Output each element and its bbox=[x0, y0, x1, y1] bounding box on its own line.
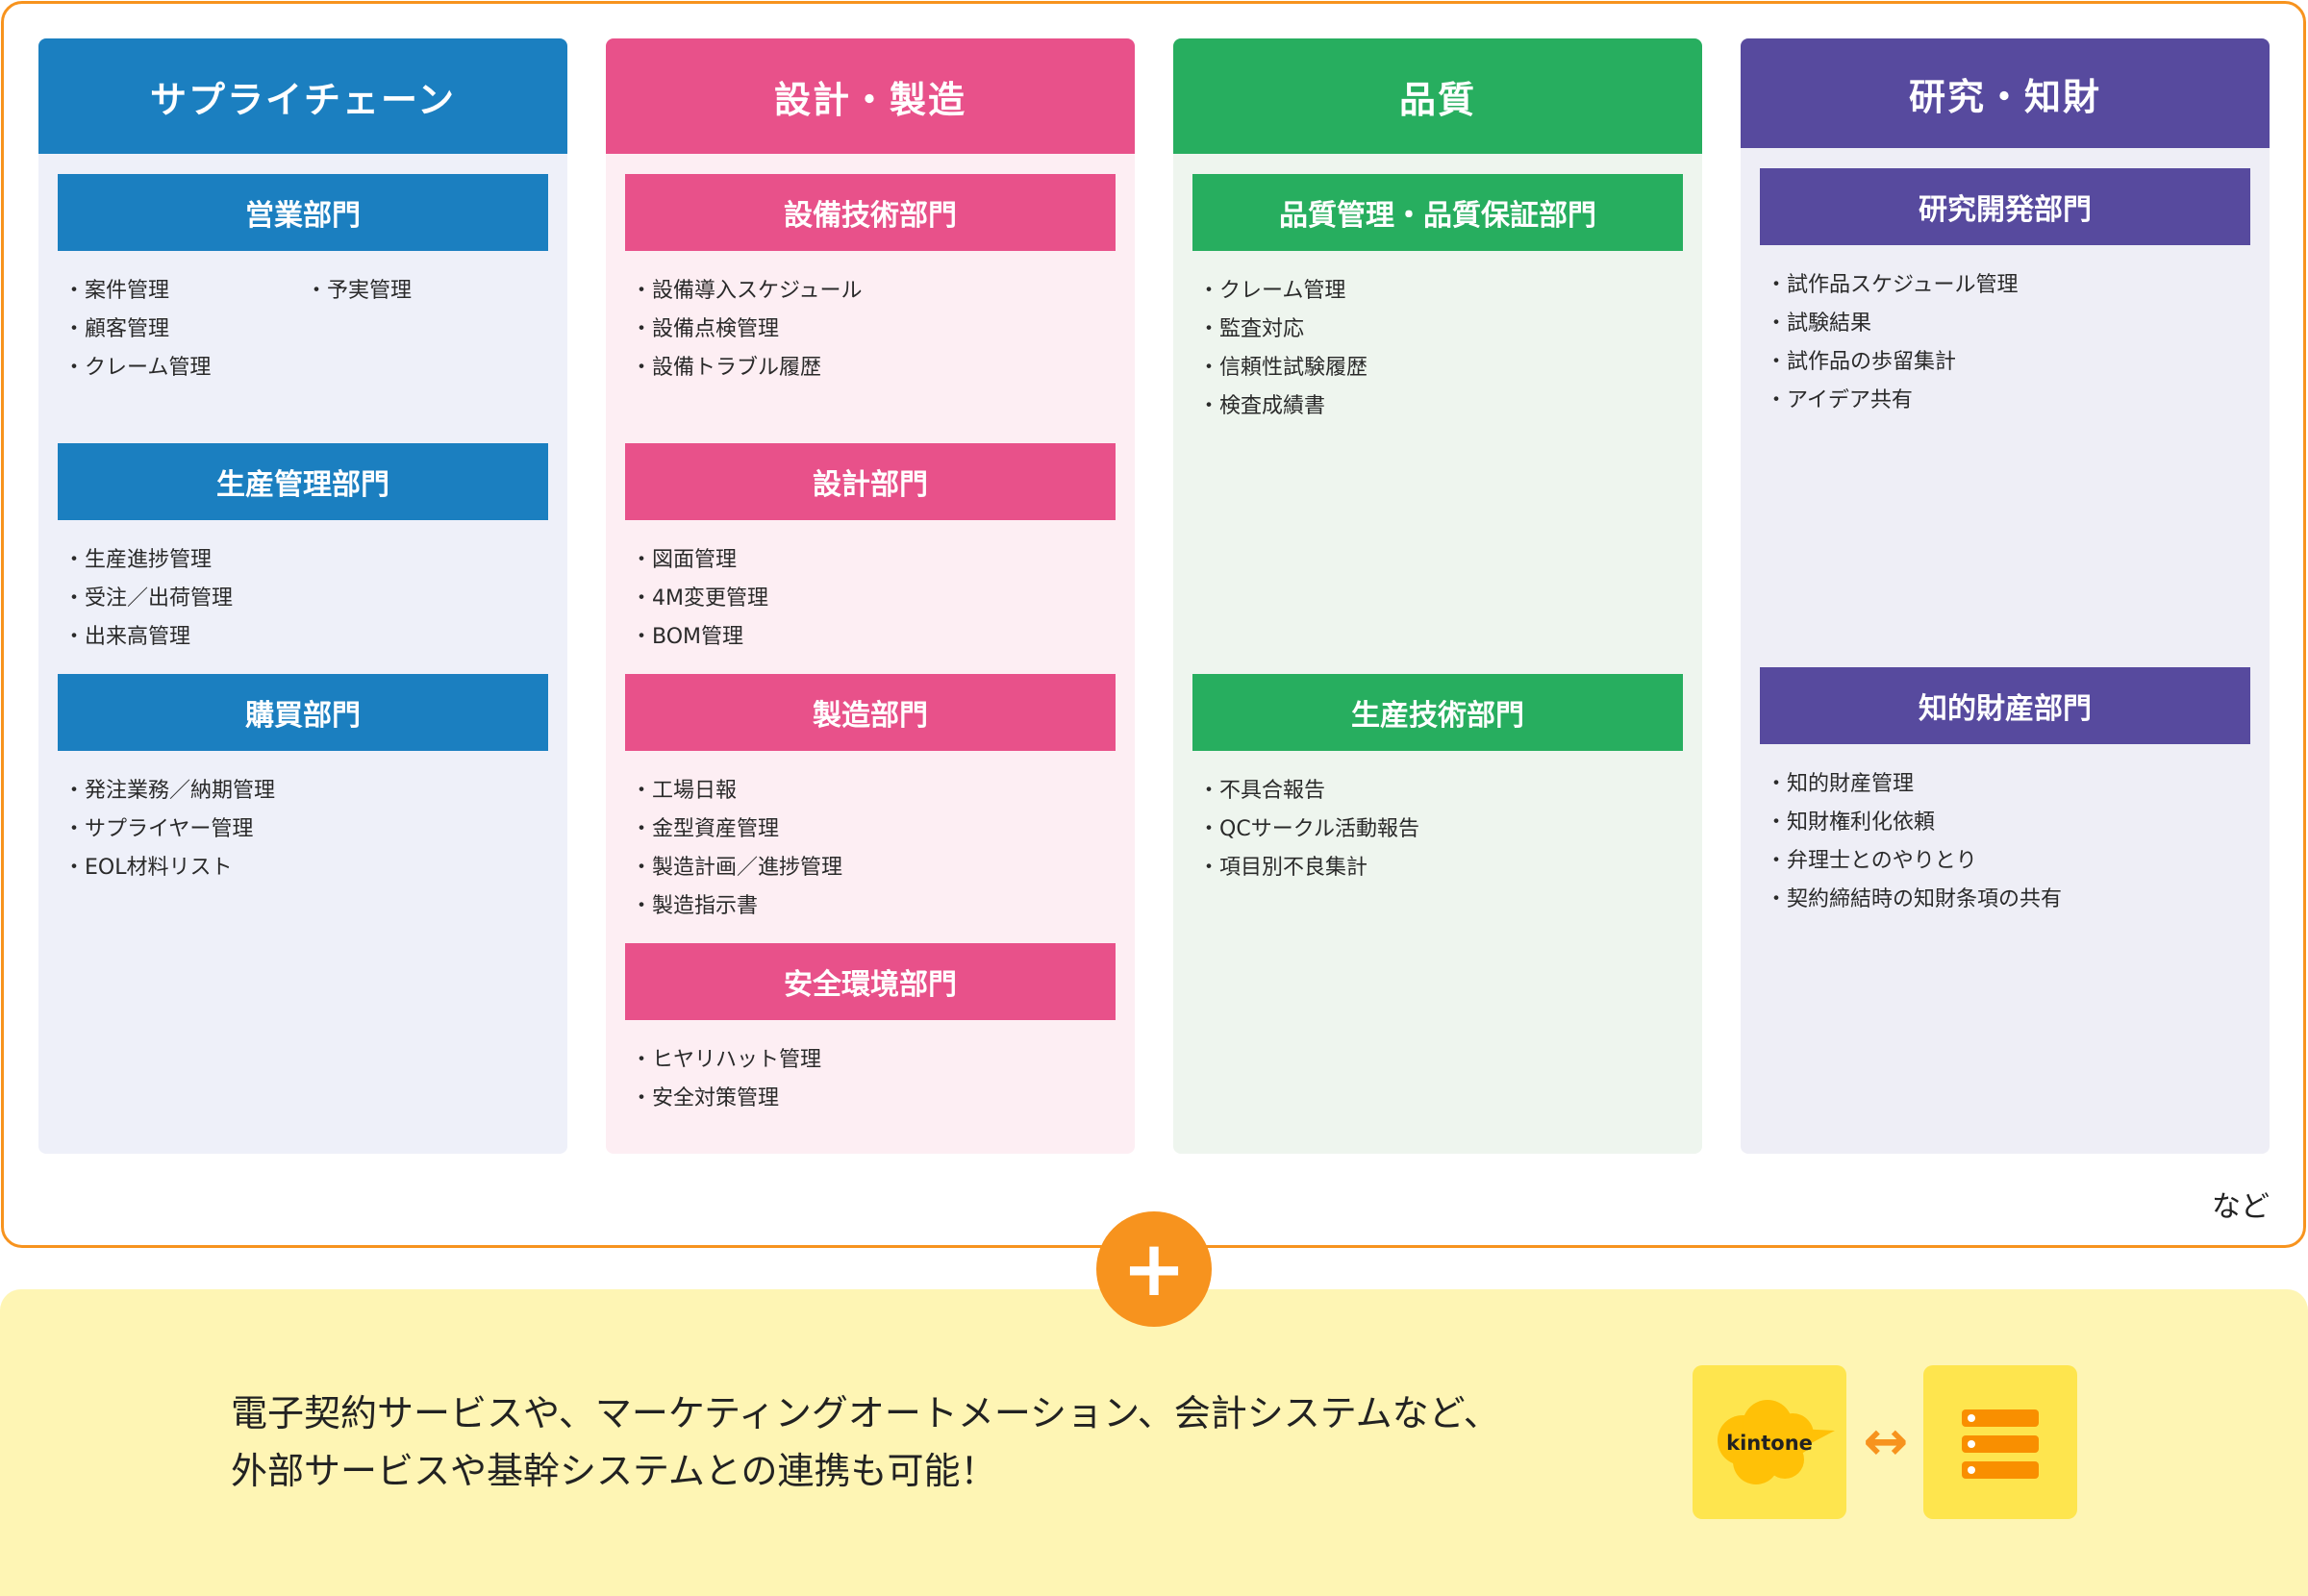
department-section: 知的財産部門知的財産管理知財権利化依頼弁理士とのやりとり契約締結時の知財条項の共… bbox=[1760, 667, 2250, 919]
list-item: 発注業務／納期管理 bbox=[63, 772, 548, 810]
department-title: 設備技術部門 bbox=[625, 174, 1116, 251]
list-item: 設備点検管理 bbox=[631, 311, 1116, 349]
column-3: 品質品質管理・品質保証部門クレーム管理監査対応信頼性試験履歴検査成績書生産技術部… bbox=[1173, 38, 1702, 1154]
svg-text:kintone: kintone bbox=[1726, 1432, 1813, 1455]
list-item: 金型資産管理 bbox=[631, 810, 1116, 849]
department-section: 営業部門案件管理予実管理顧客管理クレーム管理 bbox=[58, 174, 548, 387]
list-item: クレーム管理 bbox=[1198, 272, 1683, 311]
list-item: 設備導入スケジュール bbox=[631, 272, 1116, 311]
message-line-2: 外部サービスや基幹システムとの連携も可能！ bbox=[231, 1450, 997, 1492]
list-item: BOM管理 bbox=[631, 618, 1116, 657]
department-title: 生産管理部門 bbox=[58, 443, 548, 520]
task-list: クレーム管理監査対応信頼性試験履歴検査成績書 bbox=[1192, 272, 1683, 426]
task-list: 不具合報告QCサークル活動報告項目別不良集計 bbox=[1192, 772, 1683, 887]
department-section: 設備技術部門設備導入スケジュール設備点検管理設備トラブル履歴 bbox=[625, 174, 1116, 387]
department-title: 製造部門 bbox=[625, 674, 1116, 751]
list-item: 製造指示書 bbox=[631, 887, 1116, 926]
column-4: 研究・知財研究開発部門試作品スケジュール管理試験結果試作品の歩留集計アイデア共有… bbox=[1741, 38, 2270, 1154]
list-item: 顧客管理 bbox=[63, 311, 548, 349]
etc-label: など bbox=[2212, 1190, 2270, 1224]
list-item: 項目別不良集計 bbox=[1198, 849, 1683, 887]
list-item: EOL材料リスト bbox=[63, 849, 548, 887]
list-item: サプライヤー管理 bbox=[63, 810, 548, 849]
department-title: 安全環境部門 bbox=[625, 943, 1116, 1020]
task-list: ヒヤリハット管理安全対策管理 bbox=[625, 1041, 1116, 1118]
department-title: 購買部門 bbox=[58, 674, 548, 751]
department-title: 品質管理・品質保証部門 bbox=[1192, 174, 1683, 251]
list-item: 案件管理 bbox=[63, 272, 306, 311]
task-list: 案件管理予実管理顧客管理クレーム管理 bbox=[58, 272, 548, 387]
column-1: サプライチェーン営業部門案件管理予実管理顧客管理クレーム管理生産管理部門生産進捗… bbox=[38, 38, 567, 1154]
sync-arrow-icon: ↔ bbox=[1863, 1410, 1909, 1473]
column-title: 品質 bbox=[1173, 38, 1702, 154]
kintone-tile: kintone bbox=[1693, 1365, 1846, 1519]
department-section: 生産技術部門不具合報告QCサークル活動報告項目別不良集計 bbox=[1192, 674, 1683, 887]
list-item: 設備トラブル履歴 bbox=[631, 349, 1116, 387]
integration-message: 電子契約サービスや、マーケティングオートメーション、会計システムなど、 外部サー… bbox=[231, 1384, 1500, 1500]
list-item: ヒヤリハット管理 bbox=[631, 1041, 1116, 1080]
list-item: 出来高管理 bbox=[63, 618, 548, 657]
department-title: 営業部門 bbox=[58, 174, 548, 251]
list-item: アイデア共有 bbox=[1766, 382, 2250, 420]
list-item: 試験結果 bbox=[1766, 305, 2250, 343]
list-item: 4M変更管理 bbox=[631, 580, 1116, 618]
server-icon bbox=[1962, 1409, 2039, 1479]
list-item: 試作品の歩留集計 bbox=[1766, 343, 2250, 382]
list-item: 検査成績書 bbox=[1198, 387, 1683, 426]
task-list: 発注業務／納期管理サプライヤー管理EOL材料リスト bbox=[58, 772, 548, 887]
list-item: 工場日報 bbox=[631, 772, 1116, 810]
server-tile bbox=[1923, 1365, 2077, 1519]
list-item: 試作品スケジュール管理 bbox=[1766, 266, 2250, 305]
department-section: 生産管理部門生産進捗管理受注／出荷管理出来高管理 bbox=[58, 443, 548, 657]
column-title: 設計・製造 bbox=[606, 38, 1135, 154]
department-section: 購買部門発注業務／納期管理サプライヤー管理EOL材料リスト bbox=[58, 674, 548, 887]
list-item: 製造計画／進捗管理 bbox=[631, 849, 1116, 887]
list-item: 安全対策管理 bbox=[631, 1080, 1116, 1118]
message-line-1: 電子契約サービスや、マーケティングオートメーション、会計システムなど、 bbox=[231, 1392, 1500, 1434]
kintone-logo-icon: kintone bbox=[1718, 1400, 1835, 1484]
task-list: 試作品スケジュール管理試験結果試作品の歩留集計アイデア共有 bbox=[1760, 266, 2250, 420]
list-item: QCサークル活動報告 bbox=[1198, 810, 1683, 849]
list-item: 弁理士とのやりとり bbox=[1766, 842, 2250, 881]
column-2: 設計・製造設備技術部門設備導入スケジュール設備点検管理設備トラブル履歴設計部門図… bbox=[606, 38, 1135, 1154]
department-section: 品質管理・品質保証部門クレーム管理監査対応信頼性試験履歴検査成績書 bbox=[1192, 174, 1683, 426]
department-section: 安全環境部門ヒヤリハット管理安全対策管理 bbox=[625, 943, 1116, 1118]
department-section: 製造部門工場日報金型資産管理製造計画／進捗管理製造指示書 bbox=[625, 674, 1116, 926]
task-list: 設備導入スケジュール設備点検管理設備トラブル履歴 bbox=[625, 272, 1116, 387]
department-section: 設計部門図面管理4M変更管理BOM管理 bbox=[625, 443, 1116, 657]
list-item: 契約締結時の知財条項の共有 bbox=[1766, 881, 2250, 919]
department-section: 研究開発部門試作品スケジュール管理試験結果試作品の歩留集計アイデア共有 bbox=[1760, 168, 2250, 420]
column-title: サプライチェーン bbox=[38, 38, 567, 154]
list-item: 知的財産管理 bbox=[1766, 765, 2250, 804]
plus-icon: + bbox=[1096, 1211, 1212, 1327]
list-item: 信頼性試験履歴 bbox=[1198, 349, 1683, 387]
department-title: 生産技術部門 bbox=[1192, 674, 1683, 751]
department-title: 知的財産部門 bbox=[1760, 667, 2250, 744]
list-item: 知財権利化依頼 bbox=[1766, 804, 2250, 842]
list-item: 監査対応 bbox=[1198, 311, 1683, 349]
list-item: 受注／出荷管理 bbox=[63, 580, 548, 618]
task-list: 工場日報金型資産管理製造計画／進捗管理製造指示書 bbox=[625, 772, 1116, 926]
task-list: 図面管理4M変更管理BOM管理 bbox=[625, 541, 1116, 657]
task-list: 知的財産管理知財権利化依頼弁理士とのやりとり契約締結時の知財条項の共有 bbox=[1760, 765, 2250, 919]
list-item: クレーム管理 bbox=[63, 349, 548, 387]
department-title: 研究開発部門 bbox=[1760, 168, 2250, 245]
column-title: 研究・知財 bbox=[1741, 38, 2270, 148]
list-item: 図面管理 bbox=[631, 541, 1116, 580]
department-title: 設計部門 bbox=[625, 443, 1116, 520]
list-item: 不具合報告 bbox=[1198, 772, 1683, 810]
task-list: 生産進捗管理受注／出荷管理出来高管理 bbox=[58, 541, 548, 657]
list-item: 予実管理 bbox=[306, 272, 548, 311]
list-item: 生産進捗管理 bbox=[63, 541, 548, 580]
